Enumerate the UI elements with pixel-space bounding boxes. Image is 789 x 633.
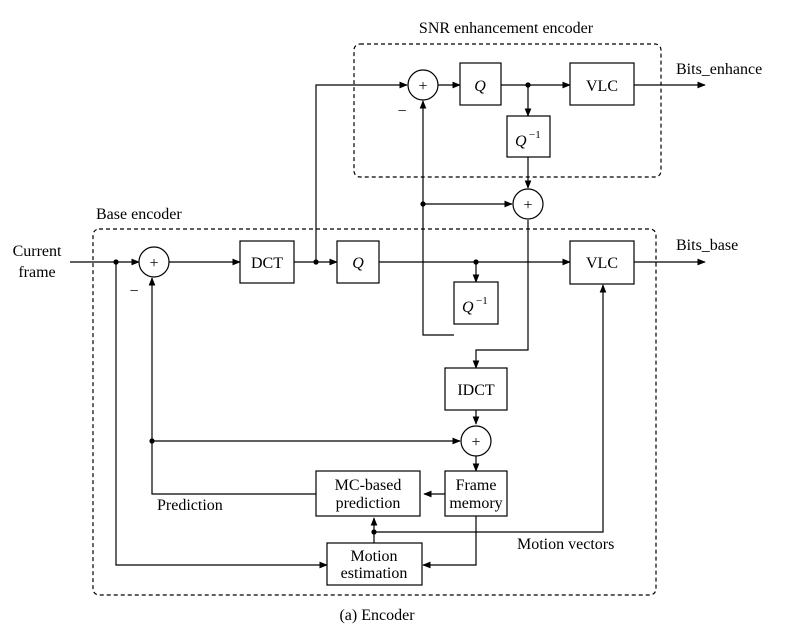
svg-text:VLC: VLC bbox=[586, 78, 618, 95]
input-minus-sign: − bbox=[129, 283, 138, 300]
dct-block: DCT bbox=[239, 240, 295, 284]
svg-text:MC-based: MC-based bbox=[335, 477, 402, 494]
enhancement-encoder-group bbox=[353, 43, 662, 178]
combiner-adder: + bbox=[512, 188, 544, 220]
bits-enhance-label: Bits_enhance bbox=[676, 61, 762, 78]
base-encoder-group bbox=[92, 228, 657, 596]
svg-text:+: + bbox=[523, 197, 532, 214]
idct-block: IDCT bbox=[444, 367, 508, 411]
reconstruction-adder: + bbox=[460, 425, 492, 457]
base-vlc: VLC bbox=[569, 240, 635, 285]
enhancement-quantizer: Q bbox=[459, 62, 502, 106]
input-label-line1: Current bbox=[13, 243, 62, 260]
input-adder: + bbox=[138, 246, 170, 278]
base-quantizer: Q bbox=[336, 240, 380, 284]
frame-memory-block: Frame memory bbox=[444, 470, 508, 517]
svg-text:Q: Q bbox=[515, 133, 527, 150]
svg-text:+: + bbox=[149, 255, 158, 272]
base-encoder-label: Base encoder bbox=[96, 206, 182, 223]
enhancement-adder: + bbox=[407, 69, 439, 101]
svg-text:Q: Q bbox=[352, 255, 364, 272]
svg-text:prediction: prediction bbox=[336, 495, 401, 512]
svg-text:DCT: DCT bbox=[251, 255, 283, 272]
enhancement-vlc: VLC bbox=[569, 62, 635, 106]
svg-text:estimation: estimation bbox=[341, 565, 408, 582]
svg-text:+: + bbox=[418, 78, 427, 95]
mc-prediction-block: MC-based prediction bbox=[315, 470, 421, 517]
svg-text:−1: −1 bbox=[476, 295, 488, 307]
svg-text:Q: Q bbox=[474, 78, 486, 95]
svg-text:Motion: Motion bbox=[350, 548, 397, 565]
input-label-line2: frame bbox=[18, 264, 55, 281]
svg-text:+: + bbox=[471, 434, 480, 451]
svg-text:Q: Q bbox=[462, 299, 474, 316]
enhancement-inverse-quantizer: Q −1 bbox=[506, 115, 551, 158]
svg-text:Frame: Frame bbox=[456, 477, 497, 494]
svg-text:memory: memory bbox=[449, 495, 502, 512]
motion-estimation-block: Motion estimation bbox=[326, 542, 423, 586]
motion-vectors-label: Motion vectors bbox=[517, 536, 614, 553]
enhancement-minus-sign: − bbox=[397, 103, 406, 120]
prediction-label: Prediction bbox=[157, 497, 223, 514]
svg-text:IDCT: IDCT bbox=[457, 382, 495, 399]
svg-text:−1: −1 bbox=[529, 129, 541, 141]
svg-text:VLC: VLC bbox=[586, 255, 618, 272]
enhancement-encoder-label: SNR enhancement encoder bbox=[419, 20, 594, 37]
base-inverse-quantizer: Q −1 bbox=[453, 281, 499, 325]
figure-caption: (a) Encoder bbox=[339, 607, 415, 624]
bits-base-label: Bits_base bbox=[676, 237, 738, 254]
